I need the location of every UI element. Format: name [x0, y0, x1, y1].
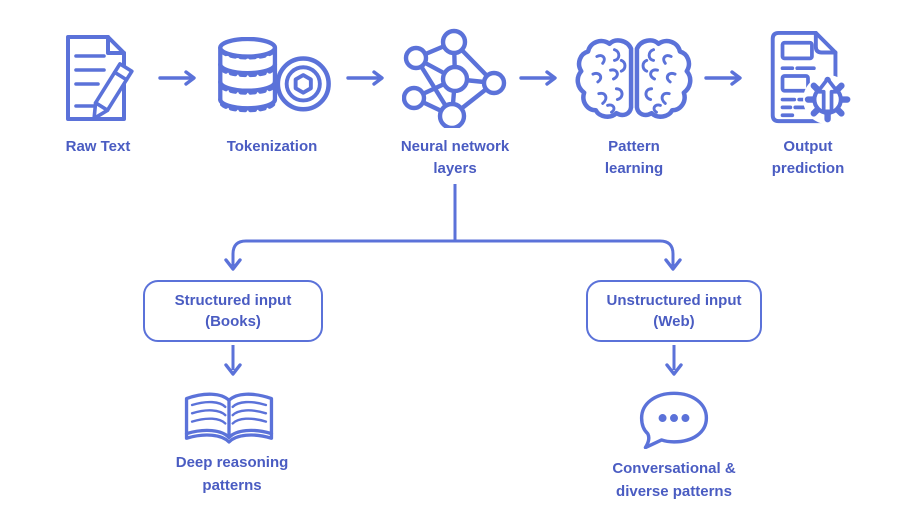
coin-stack-token-icon	[217, 37, 331, 113]
structured-input-box: Structured input (Books)	[143, 280, 323, 342]
label-line: layers	[433, 159, 477, 177]
box-label-line: (Web)	[653, 313, 695, 330]
flow-arrow-icon	[704, 70, 742, 86]
conversational-patterns-label: Conversational & diverse patterns	[574, 458, 774, 503]
unstructured-input-box: Unstructured input (Web)	[586, 280, 762, 342]
step-label-raw-text: Raw Text	[66, 136, 131, 158]
step-label-output-prediction: Output prediction	[772, 136, 845, 180]
step-output-prediction: Output prediction	[733, 26, 883, 180]
label-line: Neural network	[400, 138, 510, 155]
box-label-line: Unstructured input	[606, 292, 742, 309]
label-line: Raw Text	[65, 138, 131, 155]
document-pencil-icon	[66, 35, 134, 121]
result-line: Conversational &	[612, 460, 736, 477]
step-pattern-learning: Pattern learning	[559, 26, 709, 180]
step-neural-network-layers: Neural network layers	[380, 26, 530, 180]
open-book-icon	[184, 392, 274, 444]
box-label-line: Structured input	[174, 292, 292, 309]
flow-arrow-icon	[519, 70, 557, 86]
step-tokenization: Tokenization	[197, 26, 347, 158]
neural-network-icon	[402, 28, 507, 128]
speech-bubble-icon	[639, 391, 709, 449]
brain-icon	[575, 38, 693, 119]
step-label-neural-network-layers: Neural network layers	[401, 136, 509, 180]
step-raw-text: Raw Text	[23, 26, 173, 158]
deep-reasoning-label: Deep reasoning patterns	[132, 452, 332, 497]
step-label-tokenization: Tokenization	[227, 136, 318, 158]
label-line: learning	[604, 159, 664, 177]
step-label-pattern-learning: Pattern learning	[605, 136, 663, 180]
label-line: prediction	[771, 159, 845, 177]
box-label-line: (Books)	[205, 313, 261, 330]
flow-arrow-icon	[158, 70, 196, 86]
label-line: Tokenization	[226, 138, 318, 155]
label-line: Pattern	[608, 138, 660, 155]
document-gear-arrow-icon	[770, 30, 853, 125]
result-line: diverse patterns	[616, 482, 732, 500]
flow-arrow-icon	[346, 70, 384, 86]
result-line: patterns	[202, 476, 262, 494]
result-line: Deep reasoning	[175, 454, 289, 471]
label-line: Output	[783, 138, 833, 155]
